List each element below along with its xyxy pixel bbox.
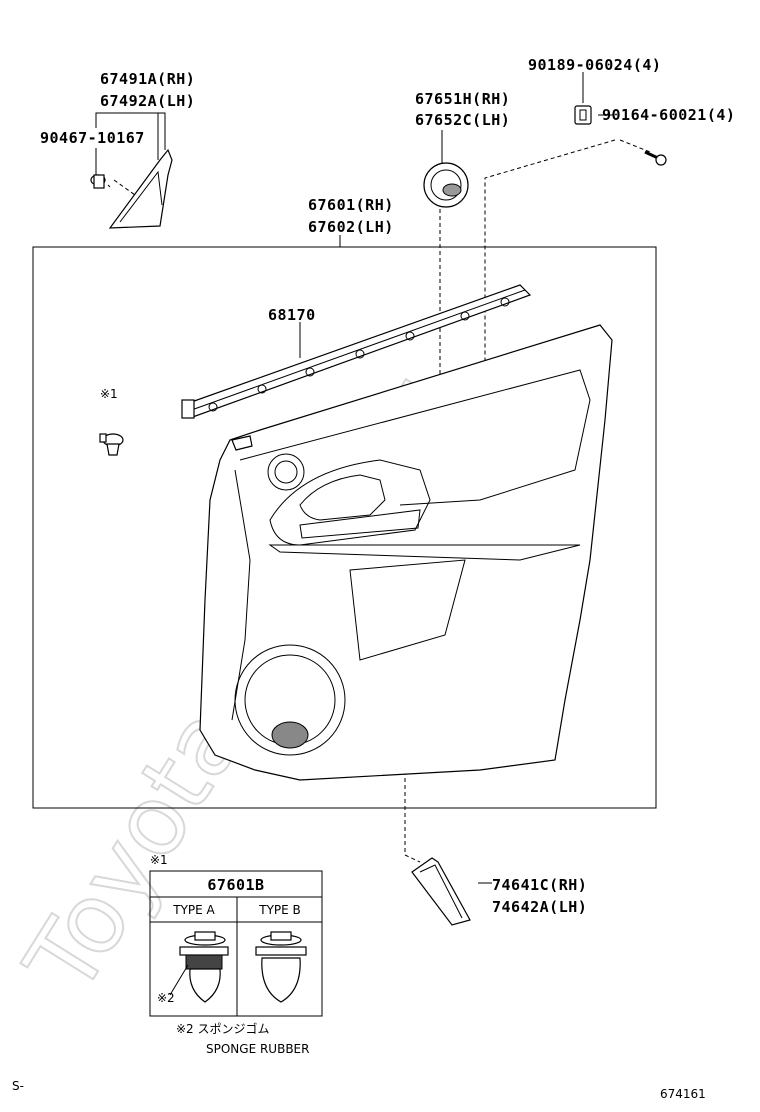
dash-74641: [404, 505, 421, 863]
label-67492a: 67492A(LH): [100, 92, 195, 110]
label-67651h: 67651H(RH): [415, 90, 510, 108]
label-90467: 90467-10167: [40, 129, 145, 147]
clip-67601b: [99, 433, 124, 456]
dash-90467: [107, 184, 111, 188]
inset-title: 67601B: [207, 876, 264, 894]
clip-type-b: [255, 931, 307, 1003]
trim-piece-67491: [108, 148, 173, 229]
label-note1: ※1: [100, 387, 118, 401]
clip-type-a: [179, 931, 229, 1003]
door-trim-panel: [199, 324, 613, 781]
label-67602: 67602(LH): [308, 218, 394, 236]
trim-piece-74641: [411, 857, 471, 926]
trim-piece-74641-detail: [419, 864, 463, 919]
label-74641c: 74641C(RH): [492, 876, 587, 894]
door-trim-frame: [32, 246, 657, 809]
label-67491a: 67491A(RH): [100, 70, 195, 88]
footnote-jp: ※2 スポンジゴム: [176, 1021, 270, 1036]
footnote-en: SPONGE RUBBER: [206, 1042, 309, 1056]
inset-type-a: TYPE A: [172, 903, 215, 917]
clip-90467: [90, 174, 106, 189]
nut-90189: [574, 105, 592, 125]
label-67601: 67601(RH): [308, 196, 394, 214]
footer-diagram-id: 674161: [660, 1087, 706, 1101]
dash-screw: [619, 139, 651, 153]
clip-types-inset: ※1 67601B TYPE A TYPE B ※2 ※2 スポンジゴム SPO…: [149, 853, 323, 1056]
speaker-cover-67651: [423, 162, 469, 208]
footer-left: S-: [12, 1079, 24, 1093]
inset-note: ※1: [150, 853, 168, 867]
inset-type-b: TYPE B: [258, 903, 301, 917]
screw-90164: [644, 150, 667, 166]
label-90189: 90189-06024(4): [528, 56, 661, 74]
trim-piece-detail: [119, 170, 163, 223]
label-68170: 68170: [268, 306, 316, 324]
leader-bracket-67491: [95, 112, 166, 150]
label-74642a: 74642A(LH): [492, 898, 587, 916]
label-90164: 90164-60021(4): [602, 106, 735, 124]
inset-frame: [149, 870, 323, 1017]
label-67652c: 67652C(LH): [415, 111, 510, 129]
dash-clip: [113, 179, 136, 196]
inset-note2: ※2: [157, 991, 175, 1005]
weatherstrip-68170: [181, 284, 532, 419]
